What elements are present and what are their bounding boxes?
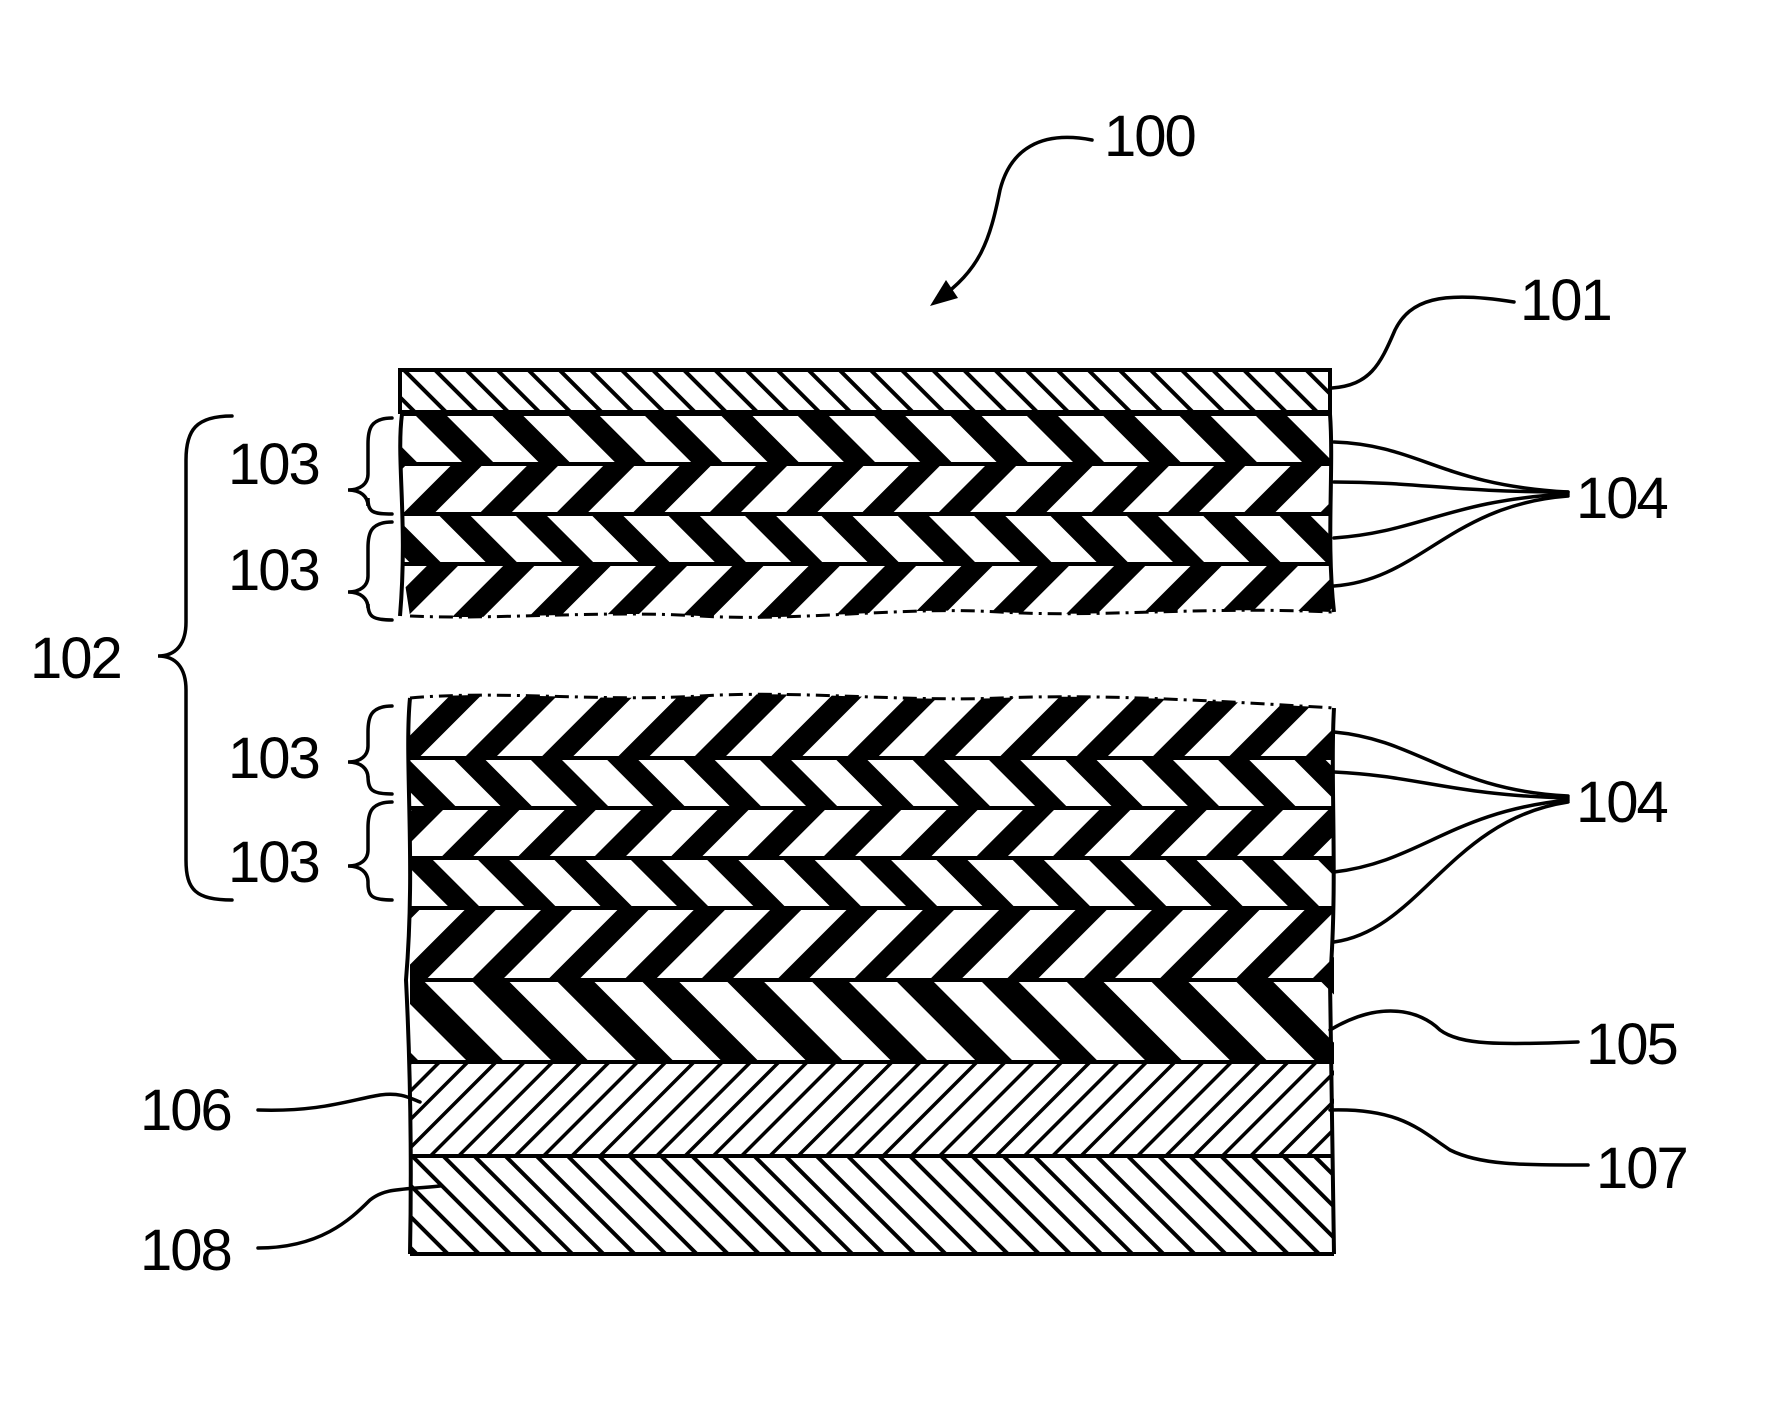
label-103-b: 103	[228, 538, 319, 603]
upper-block	[400, 370, 1334, 617]
lower-sublayer-1	[410, 694, 1334, 758]
label-108: 108	[140, 1218, 231, 1283]
label-103-a: 103	[228, 432, 319, 497]
lower-block	[406, 694, 1334, 1254]
upper-sublayer-1	[402, 414, 1330, 464]
label-106: 106	[140, 1078, 231, 1143]
lower-sublayer-4	[410, 858, 1334, 908]
label-100: 100	[1104, 104, 1195, 169]
label-105: 105	[1586, 1012, 1677, 1077]
label-102: 102	[30, 626, 121, 691]
label-104-lower: 104	[1576, 770, 1668, 835]
layer-105	[410, 980, 1334, 1062]
label-103-c: 103	[228, 726, 319, 791]
upper-sublayer-2	[402, 464, 1330, 514]
layer-107	[410, 1062, 1334, 1156]
label-101: 101	[1520, 268, 1611, 333]
layer-101	[400, 370, 1330, 412]
label-107: 107	[1596, 1136, 1687, 1201]
layer-108	[410, 1156, 1334, 1254]
lower-sublayer-3	[410, 808, 1334, 858]
lower-sublayer-2	[410, 758, 1334, 808]
lower-sublayer-5	[410, 908, 1334, 980]
arrow-head-icon	[930, 280, 958, 306]
upper-sublayer-4	[402, 564, 1332, 617]
upper-sublayer-3	[402, 514, 1330, 564]
label-104-upper: 104	[1576, 466, 1668, 531]
label-103-d: 103	[228, 830, 319, 895]
